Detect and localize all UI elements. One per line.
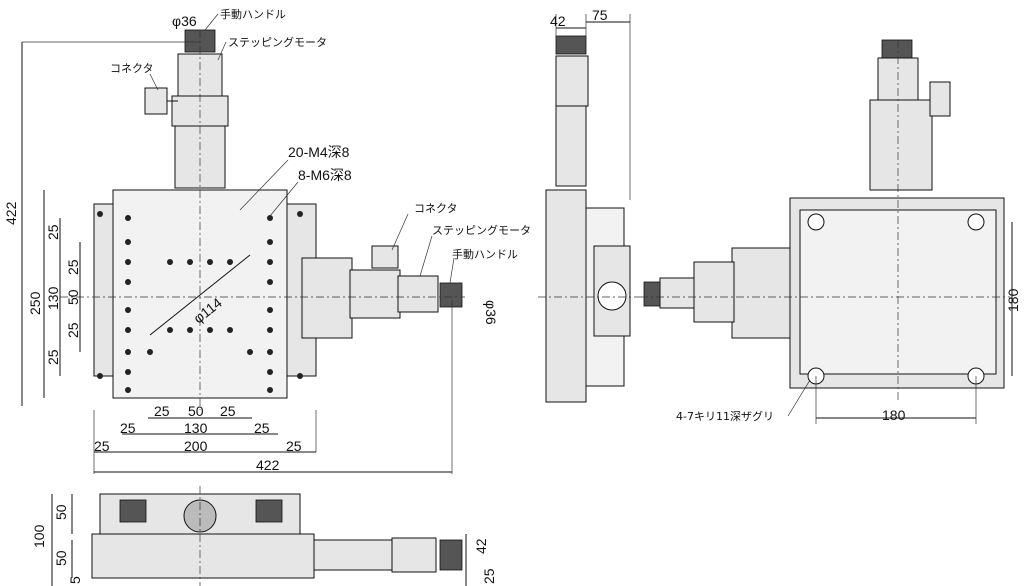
dim-50-v: 50 bbox=[65, 289, 81, 305]
side-view bbox=[538, 14, 640, 403]
dim-42-side: 42 bbox=[550, 13, 566, 29]
connector-right bbox=[929, 81, 951, 117]
m4-label: 20-M4深8 bbox=[288, 144, 350, 160]
motor-body-right bbox=[869, 99, 933, 191]
side-motor bbox=[349, 269, 401, 319]
dim-180-horizontal: 180 bbox=[882, 407, 906, 423]
dim-25-b4: 25 bbox=[254, 420, 270, 436]
dim-5-front: 5 bbox=[67, 576, 83, 584]
dim-130-vertical: 130 bbox=[45, 286, 61, 310]
motor-front bbox=[313, 539, 393, 571]
side-flange-right bbox=[731, 247, 791, 339]
dim-250: 250 bbox=[27, 291, 43, 315]
dim-100-front: 100 bbox=[31, 524, 47, 548]
dim-180-vertical: 180 bbox=[1005, 288, 1021, 312]
right-view bbox=[640, 39, 1013, 424]
handle-knob-right bbox=[881, 39, 913, 59]
handle-knob-side bbox=[555, 35, 587, 55]
side-coupler-right bbox=[659, 277, 695, 309]
motor-label-top: ステッピングモータ bbox=[228, 35, 327, 49]
handle-label-side: 手動ハンドル bbox=[452, 247, 518, 261]
dim-25-b1: 25 bbox=[154, 403, 170, 419]
motor-label-side: ステッピングモータ bbox=[432, 223, 531, 237]
dim-25-v3: 25 bbox=[65, 322, 81, 338]
dim-50-front-a: 50 bbox=[53, 504, 69, 520]
dim-25-front: 25 bbox=[481, 568, 497, 584]
side-connector bbox=[371, 245, 399, 269]
dim-25-v1: 25 bbox=[45, 224, 61, 240]
dim-75-side: 75 bbox=[592, 7, 608, 23]
side-handle-right bbox=[643, 281, 661, 307]
mount-holes-top bbox=[97, 211, 303, 393]
dim-422-b: 422 bbox=[256, 457, 280, 473]
top-view bbox=[21, 13, 465, 474]
side-flange bbox=[301, 257, 353, 339]
dim-25-v2: 25 bbox=[65, 259, 81, 275]
dim-50-front-b: 50 bbox=[53, 550, 69, 566]
phi36-top-label: φ36 bbox=[172, 13, 197, 29]
front-view bbox=[51, 486, 467, 586]
motor-side bbox=[555, 55, 589, 107]
handle-label-top: 手動ハンドル bbox=[220, 7, 286, 21]
connector-label-side: コネクタ bbox=[414, 202, 458, 215]
dim-200-b: 200 bbox=[184, 438, 208, 454]
dim-25-b6: 25 bbox=[286, 438, 302, 454]
connector-top bbox=[144, 87, 168, 115]
base-front bbox=[91, 533, 315, 579]
center-boss-front bbox=[183, 499, 217, 533]
dim-25-b3: 25 bbox=[120, 420, 136, 436]
dim-422-vertical: 422 bbox=[3, 201, 19, 225]
motor-shaft-end bbox=[597, 281, 627, 311]
dim-130-b: 130 bbox=[184, 420, 208, 436]
coupler-front bbox=[391, 537, 437, 573]
side-handle bbox=[439, 282, 463, 308]
motor-body-side bbox=[555, 105, 587, 187]
base-side bbox=[545, 189, 587, 403]
side-coupler bbox=[397, 275, 439, 313]
side-motor-right bbox=[693, 261, 735, 323]
counterbore-label: 4-7キリ11深ザグリ bbox=[676, 409, 774, 423]
dim-25-v4: 25 bbox=[45, 349, 61, 365]
dim-50-b: 50 bbox=[188, 403, 204, 419]
dim-25-b2: 25 bbox=[220, 403, 236, 419]
dim-42-front: 42 bbox=[473, 538, 489, 554]
phi36-side-label: φ36 bbox=[483, 300, 499, 325]
handle-front bbox=[439, 539, 463, 571]
m6-label: 8-M6深8 bbox=[298, 167, 352, 183]
connector-label-top: コネクタ bbox=[110, 62, 154, 75]
dim-25-b5: 25 bbox=[94, 438, 110, 454]
